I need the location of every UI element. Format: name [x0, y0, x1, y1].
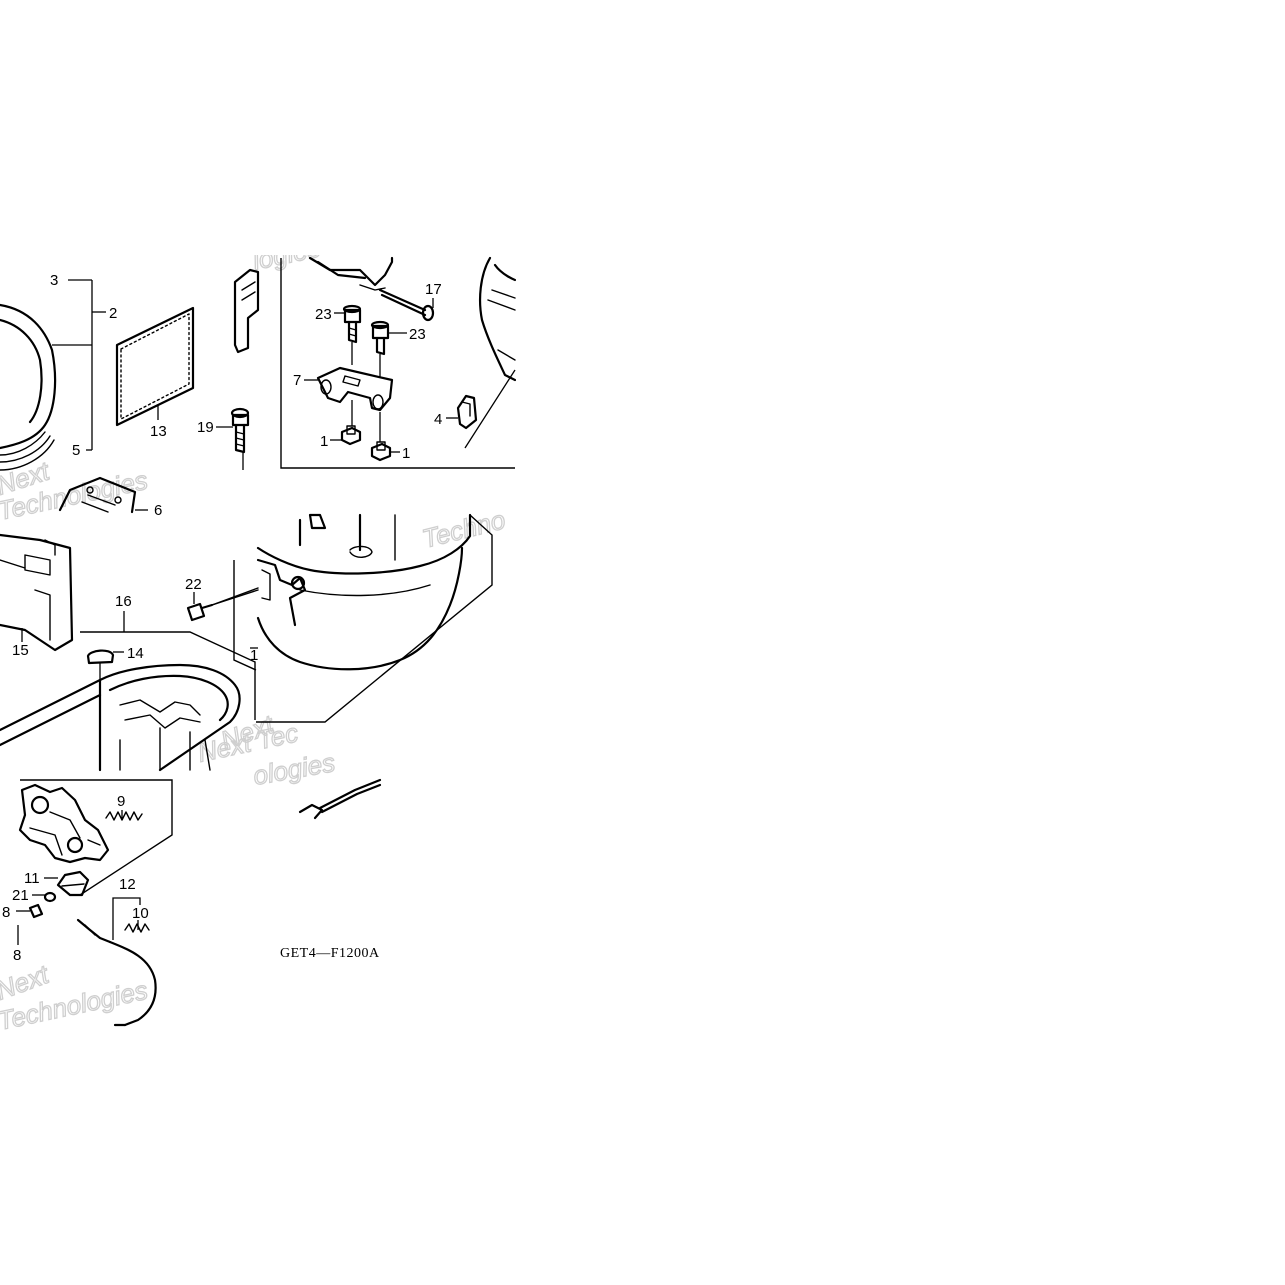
callout-13: 13 — [150, 423, 167, 440]
callout-11: 11 — [24, 870, 40, 887]
watermark-text: Techno — [419, 504, 508, 554]
plug-part-14 — [86, 649, 124, 680]
bolt-part-17 — [378, 288, 435, 322]
callout-1-right: 1 — [402, 445, 410, 462]
callout-19: 19 — [197, 419, 214, 436]
callout-7: 7 — [293, 372, 301, 389]
callout-22: 22 — [185, 576, 202, 593]
spring-part-10 — [124, 920, 150, 933]
callout-23-right: 23 — [409, 326, 426, 343]
side-cover-part — [233, 268, 260, 354]
sheet-part-13 — [115, 306, 195, 427]
blank-area — [516, 0, 1285, 1285]
bolt-part-22 — [186, 589, 259, 622]
part-16-frame — [80, 611, 256, 720]
bracket-part-top — [308, 256, 394, 291]
bolt-part-23-left — [334, 304, 362, 365]
callout-12: 12 — [119, 876, 136, 893]
housing-top-right — [464, 256, 517, 449]
cable-part — [298, 778, 382, 820]
luggage-box-part-16 — [0, 663, 241, 772]
blank-area-top — [0, 0, 516, 255]
callout-2: 2 — [109, 305, 117, 322]
clip-part-4 — [446, 394, 478, 430]
frame-frame-lines — [233, 514, 493, 723]
washer-part-21 — [32, 891, 57, 903]
bracket-plate-part-7 — [304, 366, 394, 412]
bracket-part-11 — [44, 870, 90, 897]
callout-10: 10 — [132, 905, 149, 922]
cable-part-12 — [76, 897, 157, 1027]
diagram-code: GET4—F1200A — [280, 946, 380, 961]
frame-body-center — [211, 513, 472, 671]
nut-part-1-right — [370, 412, 400, 462]
bolt-part-8 — [16, 903, 44, 919]
bolt-part-23-right — [370, 320, 407, 378]
callout-labels: 3 2 5 13 19 6 15 16 14 22 1 17 23 23 7 4… — [2, 272, 442, 964]
bolt-part-19 — [216, 407, 250, 470]
callout-4: 4 — [434, 411, 442, 428]
callout-17: 17 — [425, 281, 442, 298]
seat-callout-bracket — [52, 279, 106, 451]
callout-16: 16 — [115, 593, 132, 610]
callout-23-left: 23 — [315, 306, 332, 323]
callout-15: 15 — [12, 642, 29, 659]
callout-1-frame: 1 — [250, 647, 258, 664]
callout-1-left: 1 — [320, 433, 328, 450]
latch-box-frame — [17, 779, 173, 945]
latch-part — [18, 783, 110, 864]
callout-8-box: 8 — [13, 947, 21, 964]
callout-14: 14 — [127, 645, 144, 662]
callout-9: 9 — [117, 793, 125, 810]
callout-5: 5 — [72, 442, 80, 459]
blank-area-bottom — [0, 1040, 516, 1285]
callout-21: 21 — [12, 887, 29, 904]
seat-assembly — [0, 303, 57, 471]
callout-3: 3 — [50, 272, 58, 289]
nut-part-1-left — [330, 400, 362, 446]
callout-8-bolt: 8 — [2, 904, 10, 921]
spring-part-9 — [105, 810, 143, 821]
callout-6: 6 — [154, 502, 162, 519]
bracket-box-frame — [280, 258, 515, 469]
plate-part-6 — [58, 476, 148, 514]
panel-part-15 — [0, 533, 74, 652]
